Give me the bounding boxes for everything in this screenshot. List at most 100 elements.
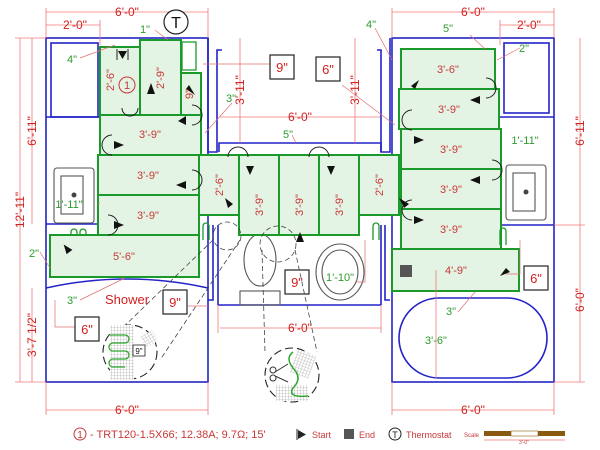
arrow-icon [500, 268, 510, 276]
clearance-3in-shower: 3" [67, 295, 77, 307]
right-sink [505, 164, 547, 221]
legend-thermostat-icon [388, 427, 402, 441]
detail-callouts: 9" [102, 221, 320, 403]
arrow-icon [186, 85, 195, 95]
dim-center-upper: 6'-0" [288, 110, 312, 124]
mat-right-c [400, 128, 502, 170]
clearance-4in-right: 4" [366, 19, 376, 31]
dim-bottom-left: 6'-0" [115, 403, 139, 417]
scissors-icon [269, 363, 289, 383]
left-sink [53, 167, 95, 224]
dim-top-right-inset: 2'-0" [517, 18, 541, 32]
clearance-4in-left: 4" [67, 54, 77, 66]
dim-left-shower: 3'-7 1/2" [25, 313, 39, 357]
end-marker-icon [400, 265, 412, 277]
left-sink-drain [71, 192, 77, 198]
arrow-icon [147, 83, 155, 94]
arrow-icon [414, 136, 424, 144]
dimension-lines [15, 8, 585, 415]
boxed-6-top: 6" [322, 62, 334, 77]
dim-right-upper: 6'-11" [573, 116, 587, 146]
mat-center-d [318, 154, 360, 236]
legend-thermostat-label: Thermostat [406, 430, 452, 440]
mat-left-b [139, 39, 182, 116]
mat-label-left-a: 2'-6" [105, 69, 117, 91]
center-left-wall [207, 38, 222, 153]
boxed-6-shower: 6" [81, 322, 93, 337]
arrow-icon [63, 244, 73, 255]
circuit-marker: 1 [118, 76, 136, 94]
mat-label-center-d: 3'-9" [334, 194, 346, 216]
center-right-wall [377, 38, 391, 153]
detail-9-label: 9" [135, 347, 142, 356]
mat-left-g [49, 234, 200, 278]
mat-labels: 2'-6" 2'-9" 9" 3'-9" 3'-9" 3'-9" 5'-6" 2… [105, 64, 467, 277]
dim-center-lower: 6'-0" [288, 321, 312, 335]
round-fixture-outer [315, 243, 365, 301]
round-fixture-inner [321, 249, 359, 295]
circuit-number: 1 [124, 80, 130, 92]
mat-right-d [400, 168, 502, 210]
start-marker-icon [116, 49, 129, 60]
thermostat-marker: T [163, 9, 189, 35]
boxed-9-center: 9" [291, 275, 303, 290]
mat-label-center-b: 3'-9" [254, 194, 266, 216]
mat-label-left-d: 3'-9" [139, 129, 161, 141]
center-side-walls [208, 225, 390, 301]
bathtub [398, 297, 548, 379]
boxed-6-right: 6" [530, 271, 542, 286]
clearance-5in-center: 5" [283, 129, 293, 141]
mat-label-left-f: 3'-9" [137, 210, 159, 222]
legend: 1 - TRT120-1.5X66; 12.38A; 9.7Ω; 15' Sta… [73, 427, 565, 446]
arrow-icon [327, 166, 335, 175]
toilet-tank [239, 290, 281, 306]
clearance-1-11-right: 1'-11" [511, 135, 538, 147]
mat-label-right-c: 3'-9" [440, 144, 462, 156]
heating-mats [49, 39, 520, 292]
mat-label-center-a: 2'-6" [214, 174, 226, 196]
shower-label: Shower [105, 292, 150, 307]
mat-label-left-e: 3'-9" [137, 170, 159, 182]
clearance-3in-center: 3" [226, 93, 236, 105]
dim-bottom-right: 6'-0" [461, 403, 485, 417]
thermostat-symbol: T [171, 15, 181, 32]
mat-label-left-g: 5'-6" [113, 251, 135, 263]
legend-thermostat-symbol: T [392, 430, 398, 440]
legend-scale-label: Scale [464, 433, 480, 439]
shower-detail: 9" [102, 324, 159, 380]
dim-right-lower: 6'-0" [573, 288, 587, 312]
arrow-icon [246, 166, 254, 175]
dim-center-left-height: 3'-11" [233, 75, 247, 105]
dim-top-left-inset: 2'-0" [63, 18, 87, 32]
clearance-labels: 1" 4" 3" 5" 4" 5" 2" 1'-11" 1'-11" 2" 3"… [29, 19, 539, 347]
mat-left-e [97, 154, 200, 196]
clearance-2in-right: 2" [519, 43, 529, 55]
right-sink-basin [512, 172, 536, 212]
boxed-9-shower: 9" [169, 295, 181, 310]
legend-end-icon [344, 429, 354, 439]
mat-label-left-b: 2'-9" [155, 67, 167, 89]
dim-top-left-width: 6'-0" [115, 5, 139, 19]
legend-start-label: Start [312, 430, 332, 440]
mat-right-e [400, 208, 502, 250]
clearance-1in: 1" [140, 24, 150, 36]
scale-bar [484, 430, 565, 441]
left-sink-basin [60, 175, 84, 215]
mat-label-center-c: 3'-9" [294, 194, 306, 216]
cold-leads [70, 222, 507, 245]
thermostat-circle-icon [163, 9, 189, 35]
clearance-5in-right: 5" [443, 23, 453, 35]
arrow-icon [411, 80, 419, 89]
dim-left-total: 12'-11" [13, 192, 27, 228]
arrow-icon [470, 176, 480, 184]
mat-label-right-f: 4'-9" [445, 265, 467, 277]
arrow-icon [414, 216, 424, 224]
mat-center-e [358, 154, 400, 216]
mat-label-center-e: 2'-6" [374, 174, 386, 196]
cut-detail [264, 347, 320, 403]
arrow-icon [176, 181, 186, 189]
mat-label-left-c: 9" [184, 89, 196, 99]
arrow-icon [399, 198, 409, 208]
clearance-1-11-left: 1'-11" [55, 199, 82, 211]
arrow-icon [225, 198, 233, 208]
